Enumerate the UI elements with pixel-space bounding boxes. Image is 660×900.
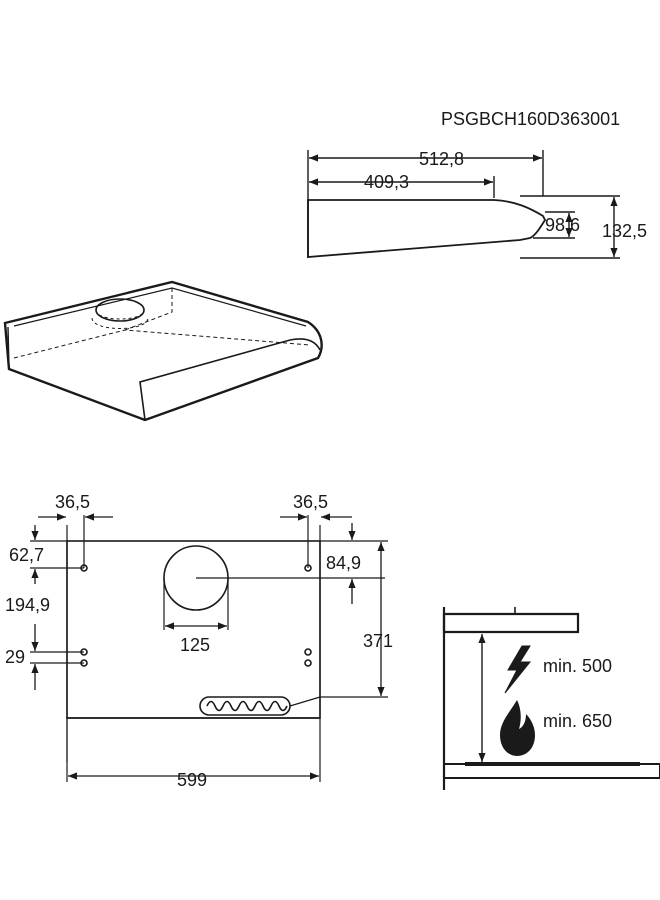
dim-label-right-hole-offset: 36,5 [293,492,329,512]
clearance-view [442,607,660,790]
lightning-icon [504,645,532,694]
dim-label-left-bottom-spacing: 29 [5,647,26,667]
dim-label-width: 599 [177,770,208,790]
isometric-view [3,280,323,422]
dim-label-front-height: 98,6 [545,215,581,235]
filter-grille [199,696,291,716]
dim-label-left-hole-offset: 36,5 [55,492,91,512]
dim-label-right-top-offset: 84,9 [326,553,362,573]
clearance-electric-label: min. 500 [543,656,613,676]
clearance-hood [442,612,580,634]
bottom-view [30,513,388,782]
clearance-gas-label: min. 650 [543,711,613,731]
hood-bottom-outline [66,540,321,719]
duct-outlet [95,298,145,322]
dim-label-left-hole-spacing: 194,9 [5,595,51,615]
hood-side-profile [307,199,547,258]
dim-label-total-depth: 512,8 [419,149,465,169]
dim-label-depth: 371 [363,631,394,651]
dim-label-left-top-offset: 62,7 [9,545,45,565]
dim-label-total-height: 132,5 [602,221,648,241]
flame-icon [500,700,535,756]
side-view [307,150,620,259]
mount-hole [304,648,312,656]
mount-hole [304,659,312,667]
dim-label-duct-diameter: 125 [180,635,211,655]
product-code: PSGBCH160D363001 [441,109,621,129]
dim-label-flat-depth: 409,3 [364,172,410,192]
